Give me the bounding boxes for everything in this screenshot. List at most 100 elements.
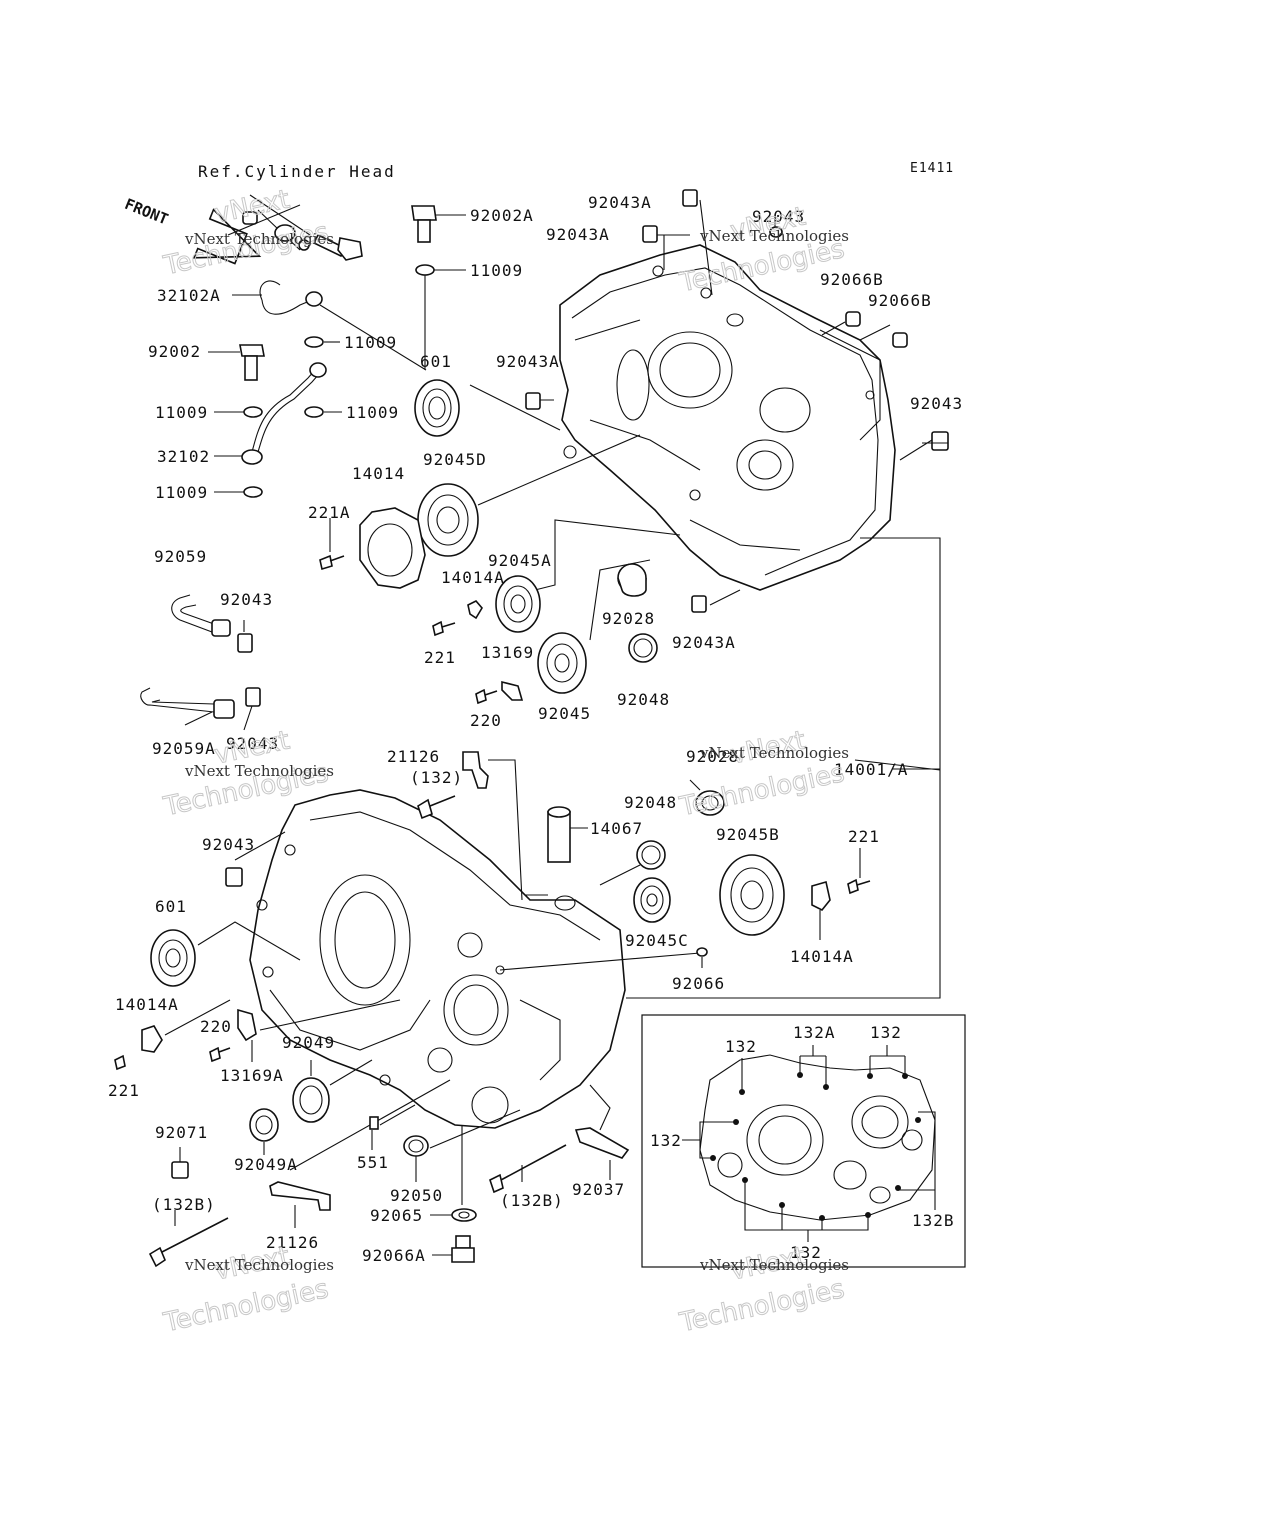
collar-14067 [547,806,571,863]
part-label: 92045 [538,704,591,723]
dowel-pin-icon [931,431,949,451]
watermark-text: vNext Technologies [184,762,334,780]
inset-label: 132A [793,1023,836,1042]
part-label: 92048 [617,690,670,709]
plate-92037-icon [574,1127,630,1159]
part-label: 92043 [220,590,273,609]
bolt-location-inset [641,1014,966,1268]
part-label: 14014 [352,464,405,483]
diagram-code: E1411 [910,161,954,176]
banjo-bolt-92002 [208,344,265,381]
bearing-601-top [414,379,460,437]
breather-pipe-92059 [171,594,253,653]
part-label: 13169 [481,643,534,662]
watermark-text: vNext Technologies [184,1256,334,1274]
banjo-bolt-92002A [411,205,466,243]
part-label: 92066A [362,1246,426,1265]
part-label: 92043 [202,835,255,854]
inset-label: 132B [912,1211,955,1230]
part-label: 14067 [590,819,643,838]
ref-note: Ref.Cylinder Head [198,162,396,181]
part-label: 32102 [157,447,210,466]
bearing-92045 [537,632,587,694]
part-label: 21126 [387,747,440,766]
screw-220-top [475,688,498,705]
part-label: 221 [848,827,880,846]
watermark-text: Technologies [676,1274,847,1338]
part-label: 92049 [282,1033,335,1052]
bushing-92028-top [617,563,647,597]
screw-221-mid [432,620,456,637]
bushing-92048-mid [636,840,666,870]
part-label: 92043A [672,633,736,652]
inset-label: 132 [650,1131,682,1150]
oil-pipe-32102 [214,362,327,465]
bearing-92045C [633,877,671,923]
part-label: 92050 [390,1186,443,1205]
drain-plug-92066A [451,1235,475,1263]
watermark: vNext Technologies [676,725,848,823]
part-label: 92066B [820,270,884,289]
breather-pipe-92059A [140,687,261,719]
oil-seal-92050 [403,1135,429,1157]
bracket-21126-bottom-icon [269,1181,331,1211]
bearing-92045A [495,575,541,633]
part-label: 21126 [266,1233,319,1252]
part-label: 221A [308,503,351,522]
part-label: 11009 [344,333,397,352]
part-label: (132B) [152,1195,216,1214]
part-label: 92045C [625,931,689,950]
bushing-92048-top [628,633,658,663]
long-bolt-132B-mid [489,1144,567,1194]
oil-pipe-group-top [227,194,427,371]
part-label: (132B) [500,1191,564,1210]
bearing-92045D [417,483,479,557]
clamp-92071-icon [171,1161,189,1179]
part-label: 92045A [488,551,552,570]
inset-label: 132 [870,1023,902,1042]
part-label: 14014A [441,568,505,587]
bolt-icon [312,233,363,261]
plate-13169-icon [501,680,524,701]
washer-icon [243,406,263,418]
part-label: 92045D [423,450,487,469]
screw-221-bottom [114,1054,126,1071]
o-ring-icon [769,226,783,238]
watermark-text: vNext Technologies [699,227,849,245]
dowel-pin-icon [525,392,541,410]
screw-221-right [847,878,871,895]
part-label: 92028 [686,747,739,766]
collar-icon [845,311,861,327]
washer-icon [304,406,324,418]
collar-icon [892,332,908,348]
gasket-14014 [359,507,426,589]
part-label: 14001/A [834,760,908,779]
inset-label: 132 [725,1037,757,1056]
plate-13169A-icon [237,1008,257,1042]
screw-221A [319,518,345,571]
oil-seal-92049 [292,1077,330,1123]
part-label: 220 [200,1017,232,1036]
watermark-text: vNext Technologies [184,230,334,248]
bushing-92028-right [695,790,725,816]
washer-icon [304,336,324,348]
plate-14014A-left-icon [141,1025,163,1053]
plate-14014A-icon [467,600,483,620]
right-crankcase-half [559,244,896,591]
part-label: 92048 [624,793,677,812]
watermark-text: Technologies [160,1274,331,1338]
left-crankcase-half [249,789,626,1129]
bearing-601-bottom [150,929,196,987]
bearing-92045B [719,854,785,936]
part-label: 92002A [470,206,534,225]
part-label: 92065 [370,1206,423,1225]
watermark-text: Technologies [160,217,331,281]
part-label: 221 [424,648,456,667]
part-label: 92059 [154,547,207,566]
part-label: 13169A [220,1066,284,1085]
part-label: 92066 [672,974,725,993]
long-bolt-132B-left [148,1217,229,1268]
part-label: 11009 [155,403,208,422]
part-label: 92059A [152,739,216,758]
